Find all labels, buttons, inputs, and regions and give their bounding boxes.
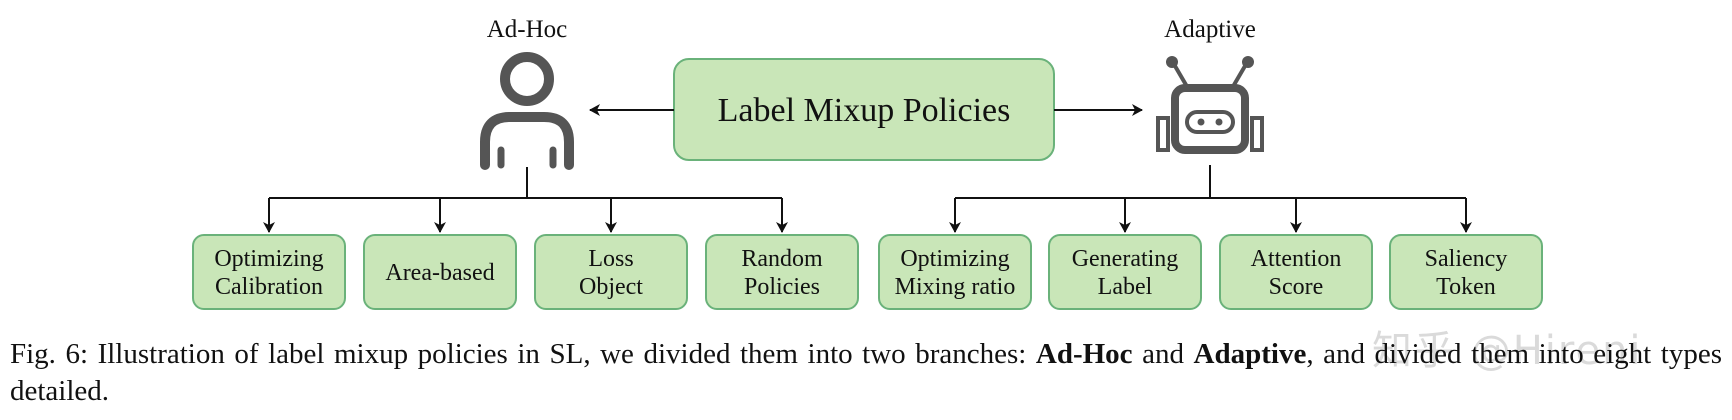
adhoc-policy-label: Calibration [215, 274, 323, 300]
adhoc-policy-box [363, 234, 517, 310]
adaptive-policy-label: Token [1436, 274, 1496, 300]
adhoc-connectors [263, 167, 788, 233]
leaf-boxes: OptimizingCalibrationArea-basedLossObjec… [192, 234, 1543, 310]
adaptive-policy-box [878, 234, 1032, 310]
adhoc-policy-label: Random [741, 246, 823, 272]
adaptive-title: Adaptive [1164, 16, 1256, 43]
robot-icon [1156, 56, 1264, 154]
figure-caption: Fig. 6: Illustration of label mixup poli… [10, 336, 1722, 410]
adaptive-policy-label: Generating [1072, 246, 1179, 272]
watermark: 知乎 @Hireni [1372, 328, 1643, 374]
person-icon [480, 52, 574, 170]
adhoc-title: Ad-Hoc [487, 16, 568, 43]
caption-bold-adhoc: Ad-Hoc [1035, 338, 1133, 370]
adhoc-policy-box [705, 234, 859, 310]
adhoc-policy-box [192, 234, 346, 310]
adhoc-policy-2: Area-based [363, 234, 517, 310]
adaptive-policy-label: Saliency [1425, 246, 1508, 272]
adaptive-policy-label: Attention [1251, 246, 1342, 272]
adhoc-policy-label: Policies [744, 274, 820, 300]
center-node: Label Mixup Policies [673, 58, 1055, 161]
adaptive-policy-label: Label [1098, 274, 1153, 300]
adaptive-policy-box [1389, 234, 1543, 310]
adhoc-policy-box [534, 234, 688, 310]
adaptive-connectors [949, 165, 1472, 233]
caption-bold-adaptive: Adaptive [1193, 338, 1307, 370]
caption-suffix: , and divided them into eight types deta… [10, 338, 1722, 407]
adaptive-policy-label: Optimizing [900, 246, 1009, 272]
center-label: Label Mixup Policies [718, 92, 1011, 129]
adhoc-policy-label: Area-based [385, 260, 494, 286]
adhoc-policy-label: Object [579, 274, 643, 300]
caption-middle: and [1132, 338, 1194, 370]
adaptive-policy-label: Mixing ratio [895, 274, 1016, 300]
adaptive-policy-label: Score [1269, 274, 1324, 300]
adhoc-policy-label: Optimizing [214, 246, 323, 272]
adhoc-policy-label: Loss [588, 246, 633, 272]
adaptive-policy-box [1219, 234, 1373, 310]
caption-prefix: Fig. 6: Illustration of label mixup poli… [10, 338, 1036, 370]
adaptive-policy-box [1048, 234, 1202, 310]
